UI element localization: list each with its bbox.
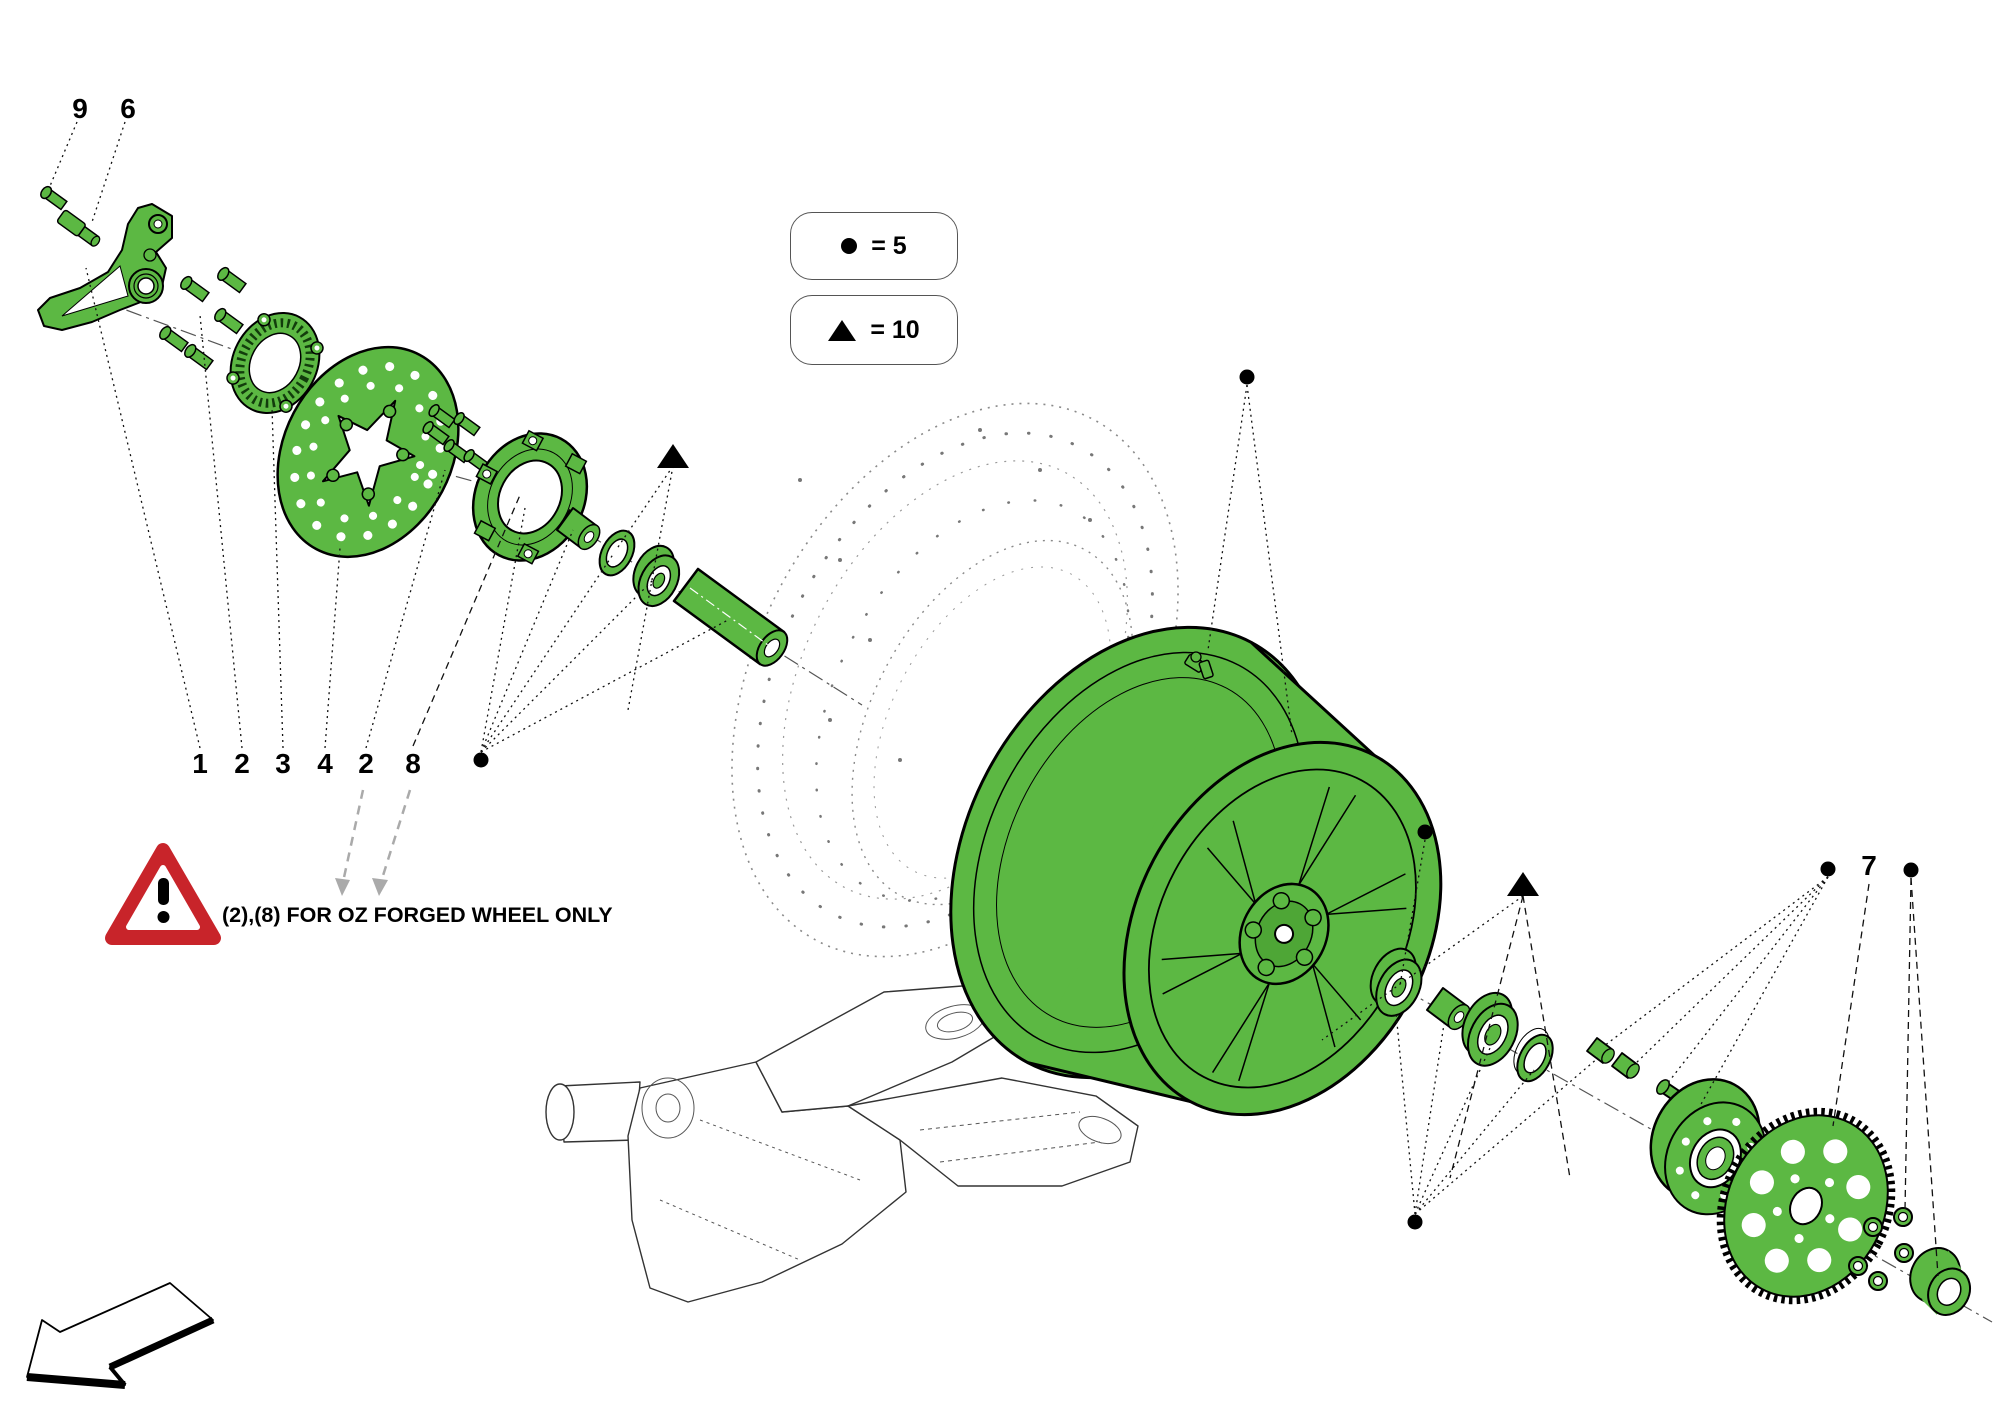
dot-marker xyxy=(1820,861,1836,877)
brake-caliper-bracket xyxy=(37,203,173,331)
dot-marker xyxy=(1239,369,1255,385)
disc-bolts-left xyxy=(159,266,247,371)
dot-marker xyxy=(473,752,489,768)
dot-marker-icon xyxy=(841,238,858,254)
triangle-marker-icon xyxy=(828,319,857,341)
dot-marker xyxy=(1407,1214,1423,1230)
tire-tread-dots xyxy=(798,428,1092,762)
wheel-hub xyxy=(1238,882,1330,986)
triangle-marker xyxy=(657,444,689,468)
direction-arrow xyxy=(26,1282,215,1389)
bearing-right-1 xyxy=(1369,947,1423,1017)
legend-triangle-box: = 10 xyxy=(790,295,958,365)
legend-triangle-label: = 10 xyxy=(870,315,920,344)
warning-note: (2),(8) FOR OZ FORGED WHEEL ONLY xyxy=(222,903,613,927)
dot-marker xyxy=(1417,824,1433,840)
hub-spacer-left xyxy=(556,507,601,551)
carrier-nuts xyxy=(1848,1207,1914,1291)
valve-stem xyxy=(1184,651,1214,680)
brake-disc xyxy=(276,345,460,559)
swingarm-right-blade xyxy=(847,1077,1139,1187)
callout-8: 8 xyxy=(405,748,421,779)
rear-wheel xyxy=(949,625,1443,1117)
callout-7: 7 xyxy=(1861,850,1877,881)
chain-adjuster-bushing-2 xyxy=(1611,1052,1640,1079)
leader-lines xyxy=(49,121,1939,1277)
disc-bolts-right xyxy=(422,404,491,474)
callout-1: 1 xyxy=(192,748,208,779)
brake-carrier-flange xyxy=(471,429,589,565)
wheel-spokes xyxy=(1161,786,1407,1082)
wheel-speed-sensor xyxy=(56,209,101,247)
sensor-bolt xyxy=(40,185,68,211)
callout-6: 6 xyxy=(120,93,136,124)
callout-3: 3 xyxy=(275,748,291,779)
dot-marker xyxy=(1903,862,1919,878)
triangle-marker xyxy=(1507,872,1539,896)
swingarm-ghost xyxy=(545,985,1139,1303)
quantity-markers xyxy=(473,369,1919,1230)
callout-9: 9 xyxy=(72,93,88,124)
axle-spacer-tube xyxy=(672,567,789,667)
abs-tone-ring xyxy=(226,312,324,414)
rear-hub-nut xyxy=(1909,1247,1972,1316)
chain-adjuster-bushing-1 xyxy=(1586,1037,1615,1064)
callout-4: 4 xyxy=(317,748,333,779)
legend-dot-box: = 5 xyxy=(790,212,958,280)
seal-ring-right xyxy=(1513,1027,1554,1083)
warning-triangle-icon xyxy=(105,843,221,945)
callout-2b: 2 xyxy=(358,748,374,779)
legend-dot-label: = 5 xyxy=(871,231,907,260)
chain-sprocket xyxy=(1716,1107,1896,1305)
oz-reference-arrows xyxy=(335,789,412,896)
bearing-right-2 xyxy=(1461,991,1519,1067)
callout-2a: 2 xyxy=(234,748,250,779)
